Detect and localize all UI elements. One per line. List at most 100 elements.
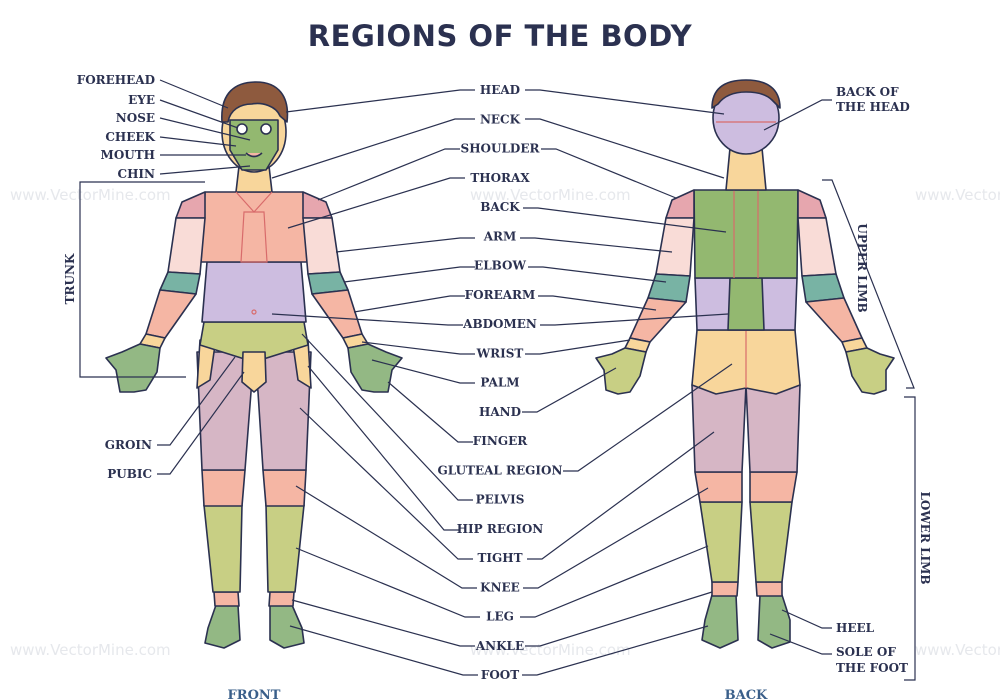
label-heel: HEEL <box>836 621 875 635</box>
left-labels: FOREHEAD EYE NOSE CHEEK MOUTH CHIN GROIN… <box>63 73 156 481</box>
label-knee: KNEE <box>480 580 520 594</box>
front-left-knee <box>201 469 246 507</box>
label-palm: PALM <box>480 376 519 390</box>
leader-abdomen-back <box>540 313 729 326</box>
label-sole-line2: THE FOOT <box>836 661 908 675</box>
front-right-arm <box>302 217 341 275</box>
leader-abdomen-front <box>271 313 463 326</box>
back-left-elbow <box>647 273 691 303</box>
label-cheek: CHEEK <box>105 130 155 144</box>
label-pubic: PUBIC <box>107 467 152 481</box>
leader-leg-back <box>520 545 709 618</box>
front-sternum <box>240 211 268 263</box>
back-left-thigh <box>691 384 747 473</box>
label-groin: GROIN <box>105 438 152 452</box>
back-upper-back <box>693 189 799 279</box>
leader-hip-front <box>307 365 459 531</box>
back-right-shoulder <box>797 189 827 219</box>
leader-back-of-head <box>763 99 832 131</box>
leader-palm-front <box>371 359 475 384</box>
back-left-foot <box>701 594 739 649</box>
front-hair <box>221 81 289 123</box>
label-hip-region: HIP REGION <box>457 522 544 536</box>
front-abdomen <box>201 261 307 323</box>
front-body-figure <box>105 81 403 649</box>
back-right-ankle <box>755 581 783 597</box>
back-right-elbow <box>801 273 845 303</box>
leader-sole <box>769 633 832 655</box>
leader-groin <box>157 356 236 446</box>
leader-eye <box>159 99 239 129</box>
leader-forearm-front <box>353 295 465 313</box>
front-left-eye <box>236 123 248 135</box>
label-mouth: MOUTH <box>101 148 155 162</box>
leader-head-front <box>285 89 475 113</box>
label-chin: CHIN <box>118 167 156 181</box>
leader-knee-front <box>295 485 477 589</box>
leader-hand-back <box>522 367 617 413</box>
lower-limb-bracket <box>904 396 916 681</box>
leader-foot-back <box>522 625 709 676</box>
label-ankle: ANKLE <box>475 639 524 653</box>
back-spine <box>733 190 759 278</box>
watermark-text: www.VectorMine.com <box>10 641 171 659</box>
front-left-forearm <box>145 289 197 339</box>
leader-leg-front <box>295 547 480 618</box>
front-left-foot <box>204 604 241 649</box>
leader-nose <box>159 117 251 141</box>
leader-forearm-back <box>538 295 657 311</box>
back-hair <box>711 79 781 109</box>
view-label-back: BACK <box>725 688 768 700</box>
leader-elbow-front <box>343 266 475 283</box>
front-right-foot <box>269 604 305 649</box>
back-left-knee <box>694 471 743 503</box>
leader-wrist-front <box>361 341 475 355</box>
front-right-hand <box>347 343 403 393</box>
label-sole-line1: SOLE OF <box>836 645 896 659</box>
label-abdomen: ABDOMEN <box>462 317 537 331</box>
label-back: BACK <box>480 200 520 214</box>
trunk-bracket <box>79 181 205 378</box>
label-thorax: THORAX <box>470 171 530 185</box>
leader-foot-front <box>289 625 478 676</box>
leader-forehead <box>159 79 229 109</box>
label-back-of-head-line1: BACK OF <box>836 85 899 99</box>
front-left-ankle <box>213 591 240 607</box>
label-back-of-head-line2: THE HEAD <box>836 100 910 114</box>
front-navel <box>251 309 257 315</box>
center-labels: HEADNECKSHOULDERTHORAXBACKARMELBOWFOREAR… <box>438 83 563 682</box>
front-right-eye <box>260 123 272 135</box>
leader-gluteal-back <box>563 363 733 472</box>
back-right-arm <box>797 217 837 277</box>
leader-back-back <box>523 207 727 233</box>
label-foot: FOOT <box>481 668 519 682</box>
leader-pelvis-front <box>301 333 473 501</box>
leader-arm-back <box>520 237 673 253</box>
leader-thorax-front <box>287 177 465 229</box>
leader-shoulder-front <box>317 148 460 201</box>
label-neck: NECK <box>480 112 521 126</box>
upper-limb-bracket <box>822 179 915 389</box>
back-right-thigh <box>745 384 801 473</box>
leader-neck-back <box>525 118 725 179</box>
back-lumbar <box>727 277 765 331</box>
back-right-hand <box>845 347 895 395</box>
front-collar <box>235 191 273 213</box>
watermark-layer: www.VectorMine.com www.VectorMine.com ww… <box>10 186 1000 659</box>
label-tight: TIGHT <box>477 551 522 565</box>
label-upper-limb: UPPER LIMB <box>855 223 869 312</box>
leader-head-back <box>525 89 725 115</box>
leader-ankle-front <box>291 599 475 647</box>
leader-pubic <box>157 371 245 475</box>
leader-chin <box>159 165 251 175</box>
leader-ankle-back <box>525 591 713 647</box>
label-hand: HAND <box>479 405 521 419</box>
leader-tight-front <box>299 407 473 560</box>
back-left-leg <box>699 501 743 583</box>
front-left-shoulder <box>175 191 206 219</box>
watermark-text: www.VectorMine.com <box>470 641 631 659</box>
label-trunk: TRUNK <box>63 253 77 304</box>
leader-knee-back <box>523 487 709 589</box>
back-left-shoulder <box>665 189 695 219</box>
